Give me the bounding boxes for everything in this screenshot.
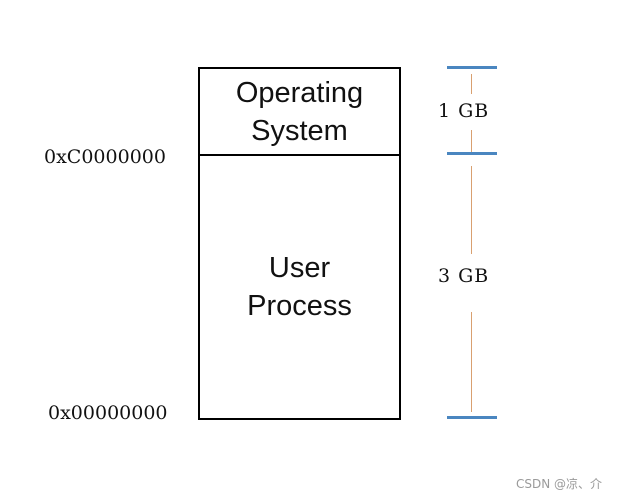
tick-bottom [447,416,497,419]
os-segment: Operating System [198,67,401,156]
user-size-label: 3 GB [438,265,490,287]
os-segment-label-line2: System [251,114,348,147]
guide-line-os-upper [471,74,472,94]
user-segment-label-line2: Process [247,290,352,322]
user-segment: User Process [198,154,401,420]
os-size-label: 1 GB [438,100,490,122]
user-segment-label-line1: User [268,252,331,284]
guide-line-os-lower [471,130,472,152]
guide-line-user-lower [471,312,472,412]
watermark: CSDN @凉、介 [515,477,602,491]
os-segment-label-line1: Operating [235,76,364,109]
base-address: 0x00000000 [48,402,168,424]
guide-line-user-upper [471,166,472,254]
tick-top [447,66,497,69]
boundary-address: 0xC0000000 [44,146,166,168]
tick-middle [447,152,497,155]
